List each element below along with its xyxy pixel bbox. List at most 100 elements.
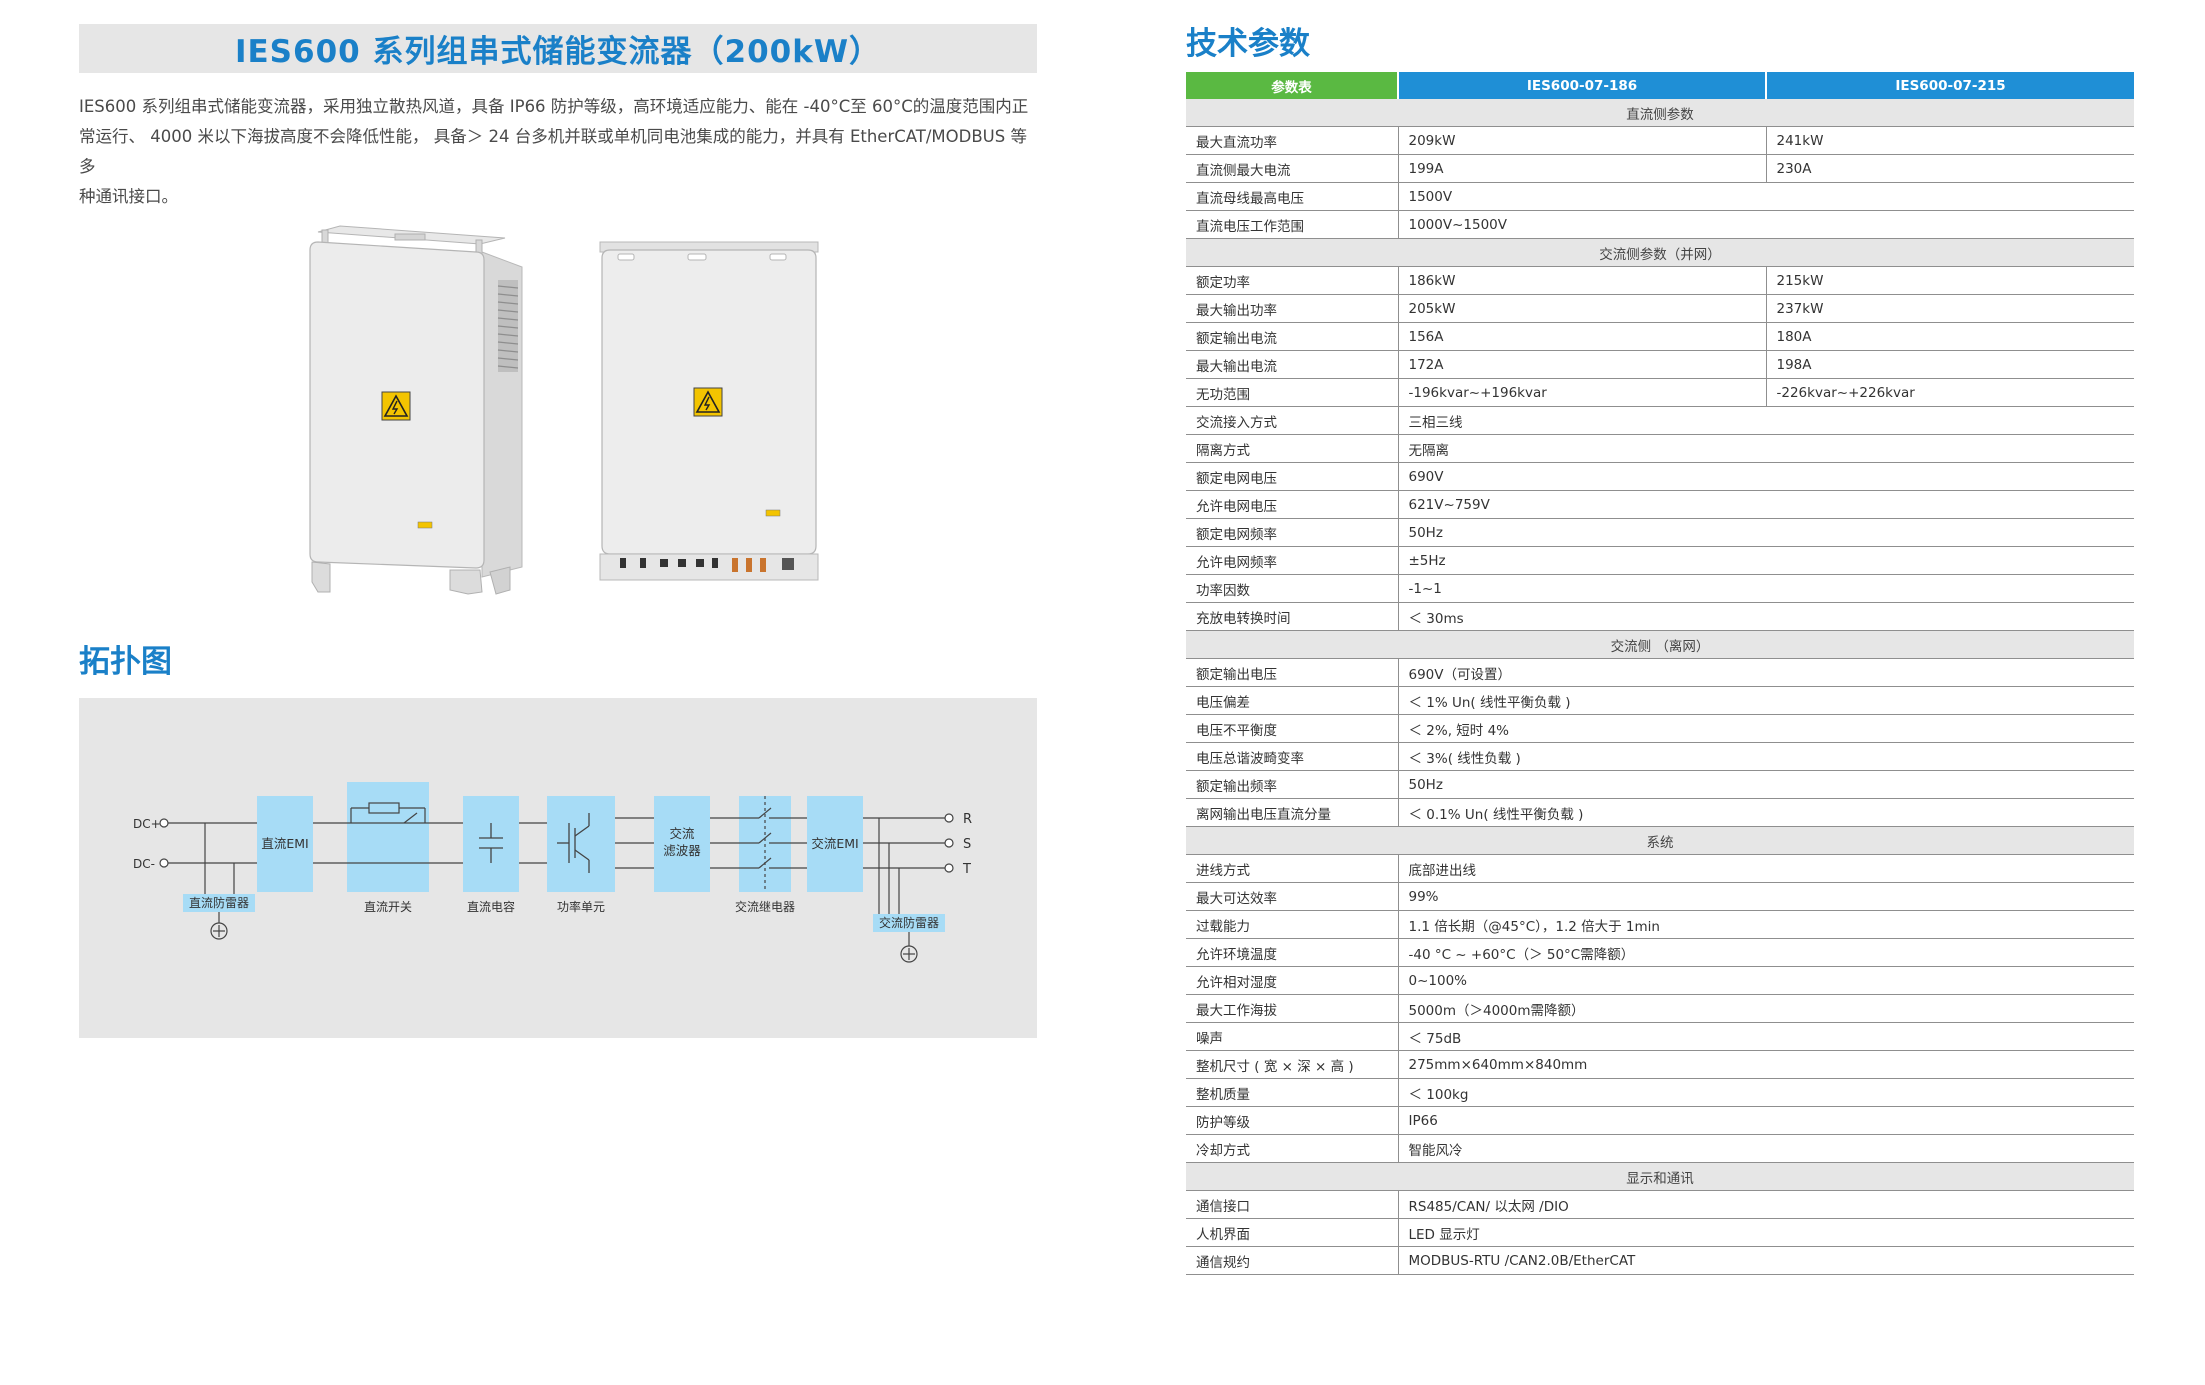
phase-s-label: S (963, 837, 971, 852)
spec-param-name: 整机质量 (1186, 1078, 1399, 1107)
dc-switch-label: 直流开关 (364, 900, 412, 914)
spec-param-name: 通信接口 (1186, 1190, 1399, 1219)
spec-section-title: 显示和通讯 (1186, 1162, 2134, 1191)
spec-value: 690V（可设置） (1398, 658, 2134, 687)
spec-section-title: 交流侧参数（并网） (1186, 238, 2134, 267)
spec-row: 整机质量＜ 100kg (1186, 1078, 2134, 1107)
spec-param-name: 允许环境温度 (1186, 938, 1399, 967)
ac-spd-label: 交流防雷器 (879, 915, 939, 930)
spec-value: 275mm×640mm×840mm (1398, 1050, 2134, 1079)
ground-icon (210, 922, 228, 940)
spec-section-title: 直流侧参数 (1186, 99, 2134, 127)
dc-cap-label: 直流电容 (467, 899, 515, 914)
ground-icon (900, 945, 918, 963)
intro-line: IES600 系列组串式储能变流器，采用独立散热风道，具备 IP66 防护等级，… (79, 97, 1029, 116)
dc-emi-label: 直流EMI (261, 836, 308, 851)
spec-value: ＜ 75dB (1398, 1022, 2134, 1051)
spec-value: 无隔离 (1398, 434, 2134, 463)
spec-row: 功率因数-1~1 (1186, 574, 2134, 603)
spec-section-title: 交流侧 （离网） (1186, 630, 2134, 659)
spec-param-name: 直流母线最高电压 (1186, 182, 1399, 211)
spec-section-row: 系统 (1186, 826, 2134, 855)
product-image-front (599, 241, 819, 581)
ac-emi-label: 交流EMI (811, 836, 858, 851)
spec-value-a: -196kvar~+196kvar (1398, 378, 1767, 407)
spec-value: 1.1 倍长期（@45°C），1.2 倍大于 1min (1398, 910, 2134, 939)
dc-plus-label: DC+ (133, 817, 161, 831)
spec-param-name: 整机尺寸 ( 宽 × 深 × 高 ) (1186, 1050, 1399, 1079)
spec-value: -1~1 (1398, 574, 2134, 603)
page-title: IES600 系列组串式储能变流器（200kW） (234, 34, 882, 70)
spec-param-name: 允许电网电压 (1186, 490, 1399, 519)
spec-param-name: 允许电网频率 (1186, 546, 1399, 575)
spec-row: 允许电网频率±5Hz (1186, 546, 2134, 575)
spec-row: 交流接入方式三相三线 (1186, 406, 2134, 435)
spec-param-name: 额定功率 (1186, 266, 1399, 295)
topology-svg: DC+ DC- 直流防雷器 直流EMI 直流开 (133, 782, 972, 963)
spec-value: 底部进出线 (1398, 854, 2134, 883)
spec-row: 电压不平衡度＜ 2%, 短时 4% (1186, 714, 2134, 743)
dc-spd-block (183, 894, 255, 912)
spec-param-name: 电压不平衡度 (1186, 714, 1399, 743)
spec-value: 0~100% (1398, 966, 2134, 995)
spec-section-title: 系统 (1186, 826, 2134, 855)
spec-param-name: 最大直流功率 (1186, 126, 1399, 155)
ac-spd-block (873, 914, 945, 932)
spec-value: ±5Hz (1398, 546, 2134, 575)
spec-value: 1000V~1500V (1398, 210, 2134, 239)
spec-section-row: 交流侧参数（并网） (1186, 238, 2134, 267)
spec-value: ＜ 100kg (1398, 1078, 2134, 1107)
topology-heading: 拓扑图 (79, 644, 172, 680)
spec-section-row: 直流侧参数 (1186, 99, 2134, 127)
spec-value-b: 198A (1766, 350, 2134, 379)
dc-switch-block (347, 782, 429, 892)
spec-value: 智能风冷 (1398, 1134, 2134, 1163)
ac-filter-label-2: 滤波器 (663, 843, 701, 858)
spec-row: 噪声＜ 75dB (1186, 1022, 2134, 1051)
dc-emi-block (257, 796, 313, 892)
spec-param-name: 最大可达效率 (1186, 882, 1399, 911)
spec-value-b: 230A (1766, 154, 2134, 183)
spec-row: 进线方式底部进出线 (1186, 854, 2134, 883)
spec-value-a: 209kW (1398, 126, 1767, 155)
ac-filter-label-1: 交流 (669, 826, 695, 841)
header-param: 参数表 (1186, 72, 1398, 99)
spec-param-name: 电压总谐波畸变率 (1186, 742, 1399, 771)
ac-relay-label: 交流继电器 (735, 899, 795, 914)
spec-param-name: 充放电转换时间 (1186, 602, 1399, 631)
spec-value-b: -226kvar~+226kvar (1766, 378, 2134, 407)
spec-param-name: 额定输出频率 (1186, 770, 1399, 799)
vent-grill (497, 280, 519, 372)
spec-param-name: 额定输出电流 (1186, 322, 1399, 351)
spec-value-a: 186kW (1398, 266, 1767, 295)
spec-row: 无功范围-196kvar~+196kvar-226kvar~+226kvar (1186, 378, 2134, 407)
phase-r-label: R (963, 812, 972, 827)
spec-param-name: 电压偏差 (1186, 686, 1399, 715)
product-image-angled (309, 225, 523, 595)
spec-value: 5000m（＞4000m需降额） (1398, 994, 2134, 1023)
spec-value-a: 172A (1398, 350, 1767, 379)
intro-line: 常运行、 4000 米以下海拔高度不会降低性能， 具备＞ 24 台多机并联或单机… (79, 127, 1027, 176)
spec-row: 整机尺寸 ( 宽 × 深 × 高 )275mm×640mm×840mm (1186, 1050, 2134, 1079)
header-model-a: IES600-07-186 (1397, 72, 1766, 99)
spec-param-name: 直流电压工作范围 (1186, 210, 1399, 239)
header-model-b: IES600-07-215 (1765, 72, 2134, 99)
spec-value: 50Hz (1398, 770, 2134, 799)
spec-param-name: 最大工作海拔 (1186, 994, 1399, 1023)
spec-value: ＜ 3%( 线性负载 ) (1398, 742, 2134, 771)
spec-param-name: 直流侧最大电流 (1186, 154, 1399, 183)
spec-row: 电压总谐波畸变率＜ 3%( 线性负载 ) (1186, 742, 2134, 771)
